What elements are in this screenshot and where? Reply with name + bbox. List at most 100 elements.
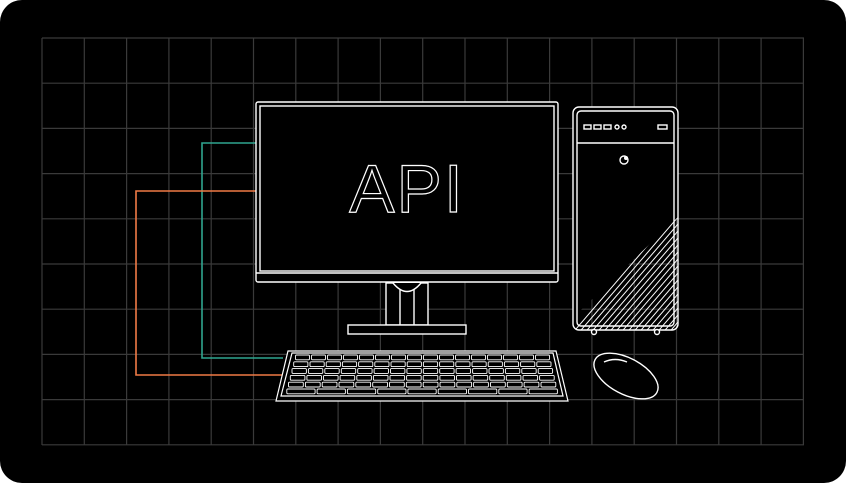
keyboard-key bbox=[423, 354, 438, 361]
keyboard-key bbox=[422, 381, 439, 388]
keyboard-key bbox=[505, 374, 522, 381]
keyboard-key bbox=[455, 361, 471, 368]
keyboard-key bbox=[359, 354, 374, 361]
keyboard-key bbox=[536, 361, 552, 368]
keyboard-key bbox=[373, 368, 389, 374]
keyboard-key bbox=[323, 374, 339, 381]
mouse-icon bbox=[593, 352, 659, 400]
keyboard-key bbox=[357, 368, 373, 374]
keyboard-key bbox=[324, 368, 340, 374]
keyboard-key bbox=[456, 374, 472, 381]
keyboard-key bbox=[372, 381, 388, 388]
keyboard-key bbox=[309, 361, 325, 368]
keyboard-key bbox=[540, 381, 557, 388]
keyboard-key bbox=[521, 368, 537, 374]
screen-label: API bbox=[349, 151, 465, 227]
keyboard-key bbox=[472, 374, 489, 381]
tower-stripe bbox=[593, 195, 678, 330]
tower-stripe bbox=[611, 195, 678, 330]
keyboard-key bbox=[520, 361, 536, 368]
keyboard-key bbox=[321, 381, 338, 388]
keyboard-key bbox=[407, 388, 437, 395]
keyboard-key bbox=[487, 361, 503, 368]
keyboard-key bbox=[439, 374, 455, 381]
tower-stripe bbox=[581, 195, 678, 330]
tower-stripe bbox=[635, 195, 678, 330]
tower-panel bbox=[573, 107, 678, 330]
keyboard-key bbox=[304, 381, 321, 388]
keyboard-key bbox=[295, 354, 310, 361]
keyboard-key bbox=[522, 374, 539, 381]
keyboard-key bbox=[293, 361, 309, 368]
keyboard-key bbox=[389, 374, 406, 381]
tower-stripe bbox=[665, 195, 678, 330]
keyboard-key bbox=[503, 354, 518, 361]
keyboard-key bbox=[341, 361, 358, 368]
tower-stripe bbox=[677, 195, 678, 330]
teal-cable bbox=[201, 142, 283, 359]
keyboard-key bbox=[327, 354, 342, 361]
keyboard-key bbox=[506, 381, 523, 388]
keyboard-key bbox=[356, 374, 372, 381]
keyboard-key bbox=[307, 368, 324, 374]
tower-stripe bbox=[696, 196, 816, 336]
keyboard-key bbox=[456, 381, 473, 388]
tower-stripe bbox=[708, 196, 828, 336]
keyboard-key bbox=[406, 368, 422, 374]
tower-stripe bbox=[599, 195, 678, 330]
keyboard-key bbox=[374, 361, 390, 368]
keyboard-key bbox=[489, 374, 505, 381]
keyboard-key bbox=[390, 368, 406, 374]
keyboard-key bbox=[407, 354, 422, 361]
keyboard-key bbox=[498, 388, 528, 395]
keyboard-key bbox=[519, 354, 534, 361]
keyboard-key bbox=[473, 381, 489, 388]
keyboard-key bbox=[539, 374, 555, 381]
keyboard-key bbox=[406, 361, 422, 368]
keyboard-key bbox=[468, 388, 498, 395]
orange-cable bbox=[135, 190, 282, 376]
keyboard-key bbox=[406, 374, 422, 381]
keyboard-key bbox=[504, 368, 521, 374]
keyboard-key bbox=[523, 381, 540, 388]
keyboard-key bbox=[358, 361, 374, 368]
keyboard-key bbox=[391, 354, 406, 361]
keyboard-key bbox=[375, 354, 390, 361]
keyboard-key bbox=[346, 388, 377, 395]
keyboard-key bbox=[488, 368, 504, 374]
keyboard-key bbox=[439, 368, 455, 374]
keyboard-key bbox=[291, 368, 307, 374]
keyboard-key bbox=[339, 374, 356, 381]
keyboard-key bbox=[528, 388, 558, 395]
keyboard-key bbox=[325, 361, 341, 368]
keyboard-key bbox=[306, 374, 322, 381]
keyboard-key bbox=[537, 368, 554, 374]
keyboard-key bbox=[311, 354, 326, 361]
keyboard-key bbox=[390, 361, 406, 368]
keyboard-key bbox=[439, 354, 454, 361]
tower-stripe bbox=[605, 195, 678, 330]
keyboard-key bbox=[355, 381, 372, 388]
keyboard-key bbox=[289, 374, 306, 381]
keyboard-key bbox=[455, 354, 470, 361]
keyboard-key bbox=[405, 381, 422, 388]
keyboard-key bbox=[288, 381, 304, 388]
monitor-icon bbox=[255, 101, 559, 335]
tower-stripe bbox=[641, 195, 678, 330]
keyboard-key bbox=[503, 361, 520, 368]
tower-stripe bbox=[587, 195, 678, 330]
tower-stripe bbox=[671, 195, 678, 330]
desktop-tower-icon bbox=[572, 106, 828, 336]
keyboard-key bbox=[340, 368, 357, 374]
keyboard-key bbox=[377, 388, 407, 395]
keyboard-key bbox=[455, 368, 471, 374]
keyboard-key bbox=[286, 388, 316, 395]
keyboard-key bbox=[535, 354, 550, 361]
keyboard-key bbox=[422, 368, 439, 374]
keyboard-key bbox=[422, 374, 439, 381]
keyboard-key bbox=[439, 361, 455, 368]
keyboard-key bbox=[471, 354, 486, 361]
tower-stripe bbox=[617, 195, 678, 330]
